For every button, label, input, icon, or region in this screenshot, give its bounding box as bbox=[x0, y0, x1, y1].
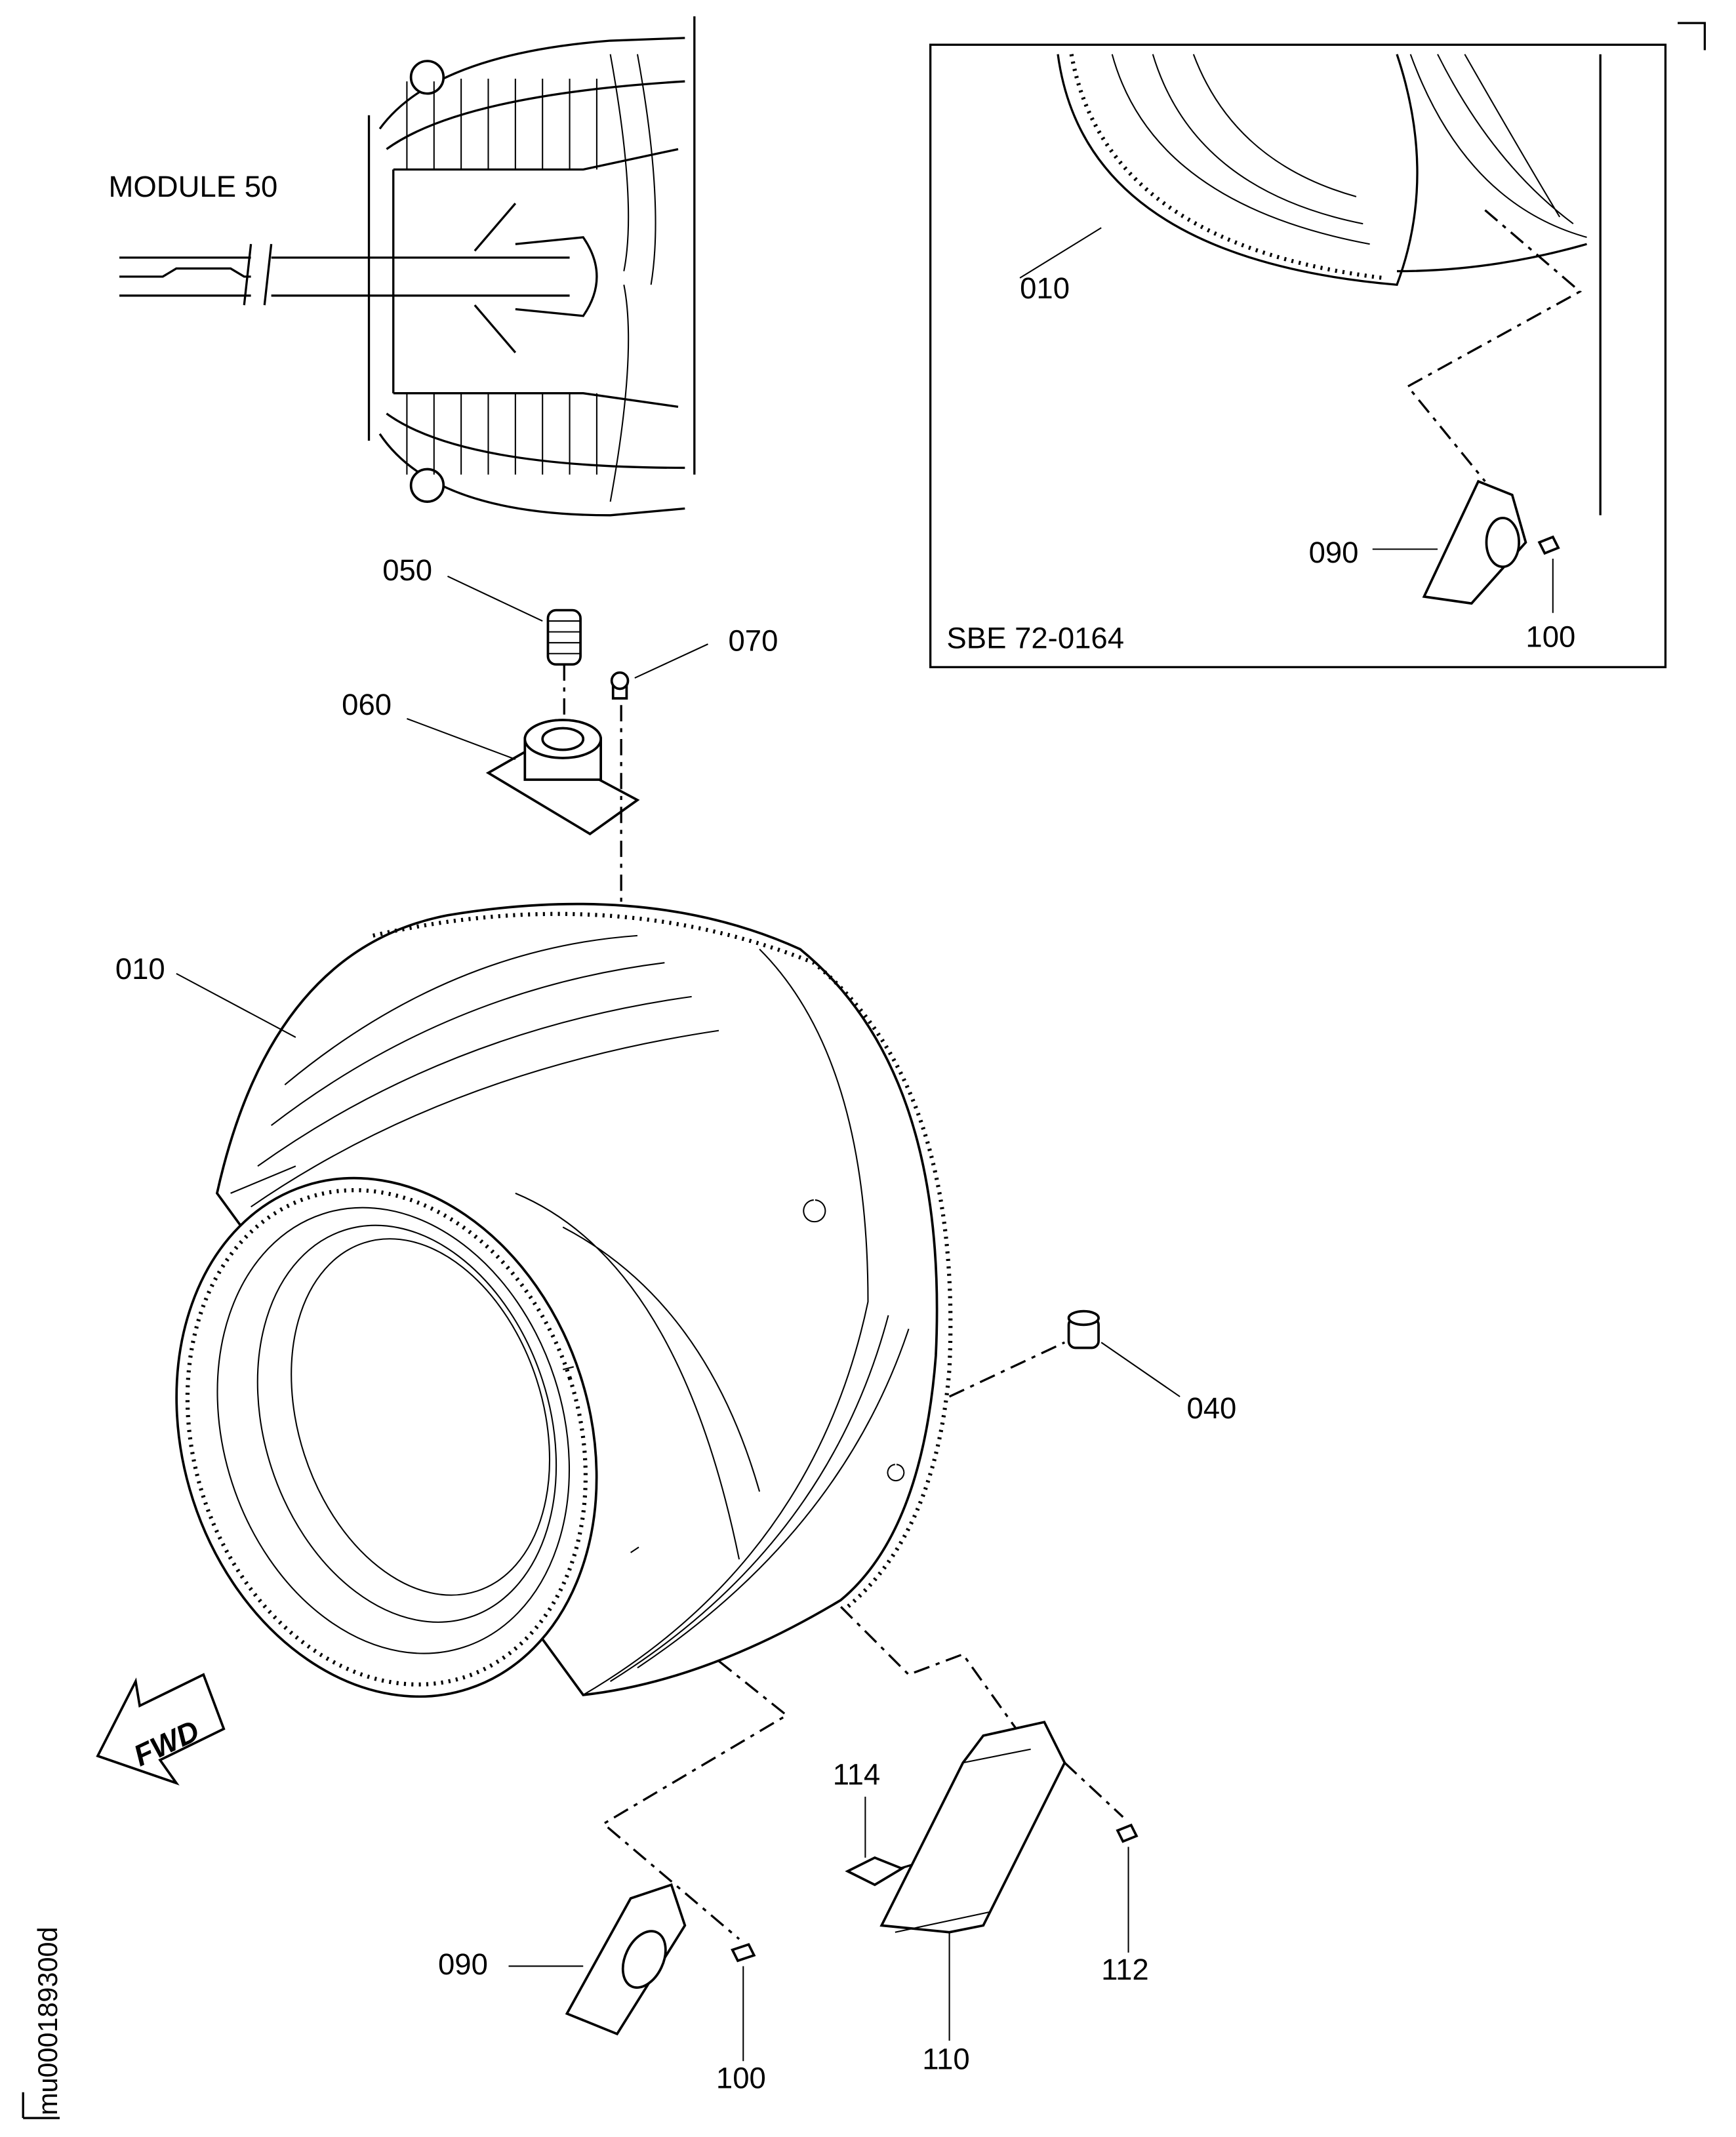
label-050: 050 bbox=[382, 553, 432, 587]
label-112: 112 bbox=[1101, 1953, 1149, 1986]
module-label: MODULE 50 bbox=[108, 170, 277, 203]
inset-label-010: 010 bbox=[1020, 271, 1070, 305]
combustion-case-010: 010 bbox=[115, 902, 953, 1698]
figure-id: mu000189300d bbox=[33, 1927, 63, 2115]
inset-reference: SBE 72-0164 bbox=[946, 621, 1124, 654]
corner-mark bbox=[1678, 22, 1706, 50]
inset-label-100: 100 bbox=[1525, 620, 1575, 653]
module-50-locator: MODULE 50 bbox=[108, 16, 696, 517]
boss-040: 040 bbox=[948, 1309, 1236, 1425]
label-070: 070 bbox=[729, 624, 778, 658]
label-060: 060 bbox=[342, 688, 392, 721]
label-010: 010 bbox=[115, 952, 165, 986]
figure-id-mark bbox=[22, 2092, 60, 2119]
inset-label-090: 090 bbox=[1309, 536, 1359, 569]
label-100: 100 bbox=[716, 2062, 766, 2095]
label-110: 110 bbox=[922, 2043, 970, 2076]
inset-sbe-72-0164: 010 090 100 SBE 72-0164 bbox=[929, 43, 1667, 669]
top-parts: 050 060 070 bbox=[342, 553, 778, 1004]
label-090: 090 bbox=[438, 1947, 488, 1981]
bracket-110-group: 114 110 112 bbox=[833, 1606, 1149, 2076]
label-040: 040 bbox=[1186, 1391, 1236, 1425]
lower-bracket-090: 090 100 bbox=[438, 1660, 789, 2095]
label-114: 114 bbox=[833, 1757, 881, 1791]
